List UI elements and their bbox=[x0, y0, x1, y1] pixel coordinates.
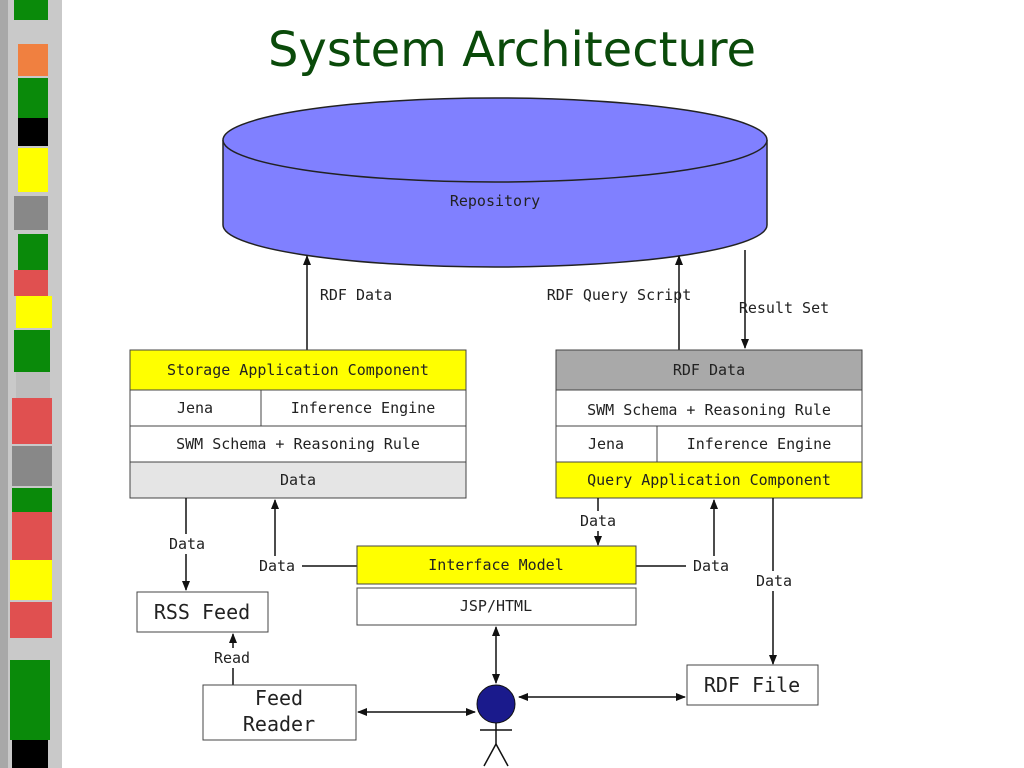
result-set-label: Result Set bbox=[739, 299, 829, 317]
read-label: Read bbox=[214, 649, 250, 667]
rdf-data-edge-label: RDF Data bbox=[320, 286, 392, 304]
storage-header: Storage Application Component bbox=[167, 361, 429, 379]
user-icon bbox=[476, 684, 516, 767]
feed-reader-box: Feed Reader bbox=[202, 684, 357, 741]
query-schema: SWM Schema + Reasoning Rule bbox=[587, 401, 831, 419]
repository-label: Repository bbox=[450, 192, 540, 210]
jsp-html-label: JSP/HTML bbox=[460, 597, 532, 615]
storage-schema: SWM Schema + Reasoning Rule bbox=[176, 435, 420, 453]
decorative-stripe bbox=[0, 0, 62, 768]
query-rdf-data: RDF Data bbox=[673, 361, 745, 379]
interface-model-label: Interface Model bbox=[428, 556, 563, 574]
query-application-component: RDF Data SWM Schema + Reasoning Rule Jen… bbox=[555, 349, 863, 499]
page-title: System Architecture bbox=[267, 22, 757, 78]
query-jena: Jena bbox=[588, 435, 624, 453]
rss-feed-label: RSS Feed bbox=[154, 600, 250, 624]
data-to-rss-label: Data bbox=[169, 535, 205, 553]
storage-inference-engine: Inference Engine bbox=[291, 399, 436, 417]
query-footer: Query Application Component bbox=[587, 471, 831, 489]
storage-data: Data bbox=[280, 471, 316, 489]
feed-reader-line2: Reader bbox=[243, 712, 315, 736]
storage-jena: Jena bbox=[177, 399, 213, 417]
data-interface-right-label: Data bbox=[693, 557, 729, 575]
data-interface-left-label: Data bbox=[259, 557, 295, 575]
data-to-rdf-file-label: Data bbox=[756, 572, 792, 590]
data-query-down-label: Data bbox=[580, 512, 616, 530]
storage-application-component: Storage Application Component Jena Infer… bbox=[129, 349, 467, 499]
repository-cylinder: Repository bbox=[222, 97, 768, 268]
rdf-file-label: RDF File bbox=[704, 673, 800, 697]
query-inference-engine: Inference Engine bbox=[687, 435, 832, 453]
interface-model: Interface Model JSP/HTML bbox=[356, 545, 637, 626]
rss-feed-box: RSS Feed bbox=[136, 591, 269, 633]
rdf-query-script-label: RDF Query Script bbox=[547, 286, 692, 304]
rdf-file-box: RDF File bbox=[686, 664, 819, 706]
feed-reader-line1: Feed bbox=[255, 686, 303, 710]
